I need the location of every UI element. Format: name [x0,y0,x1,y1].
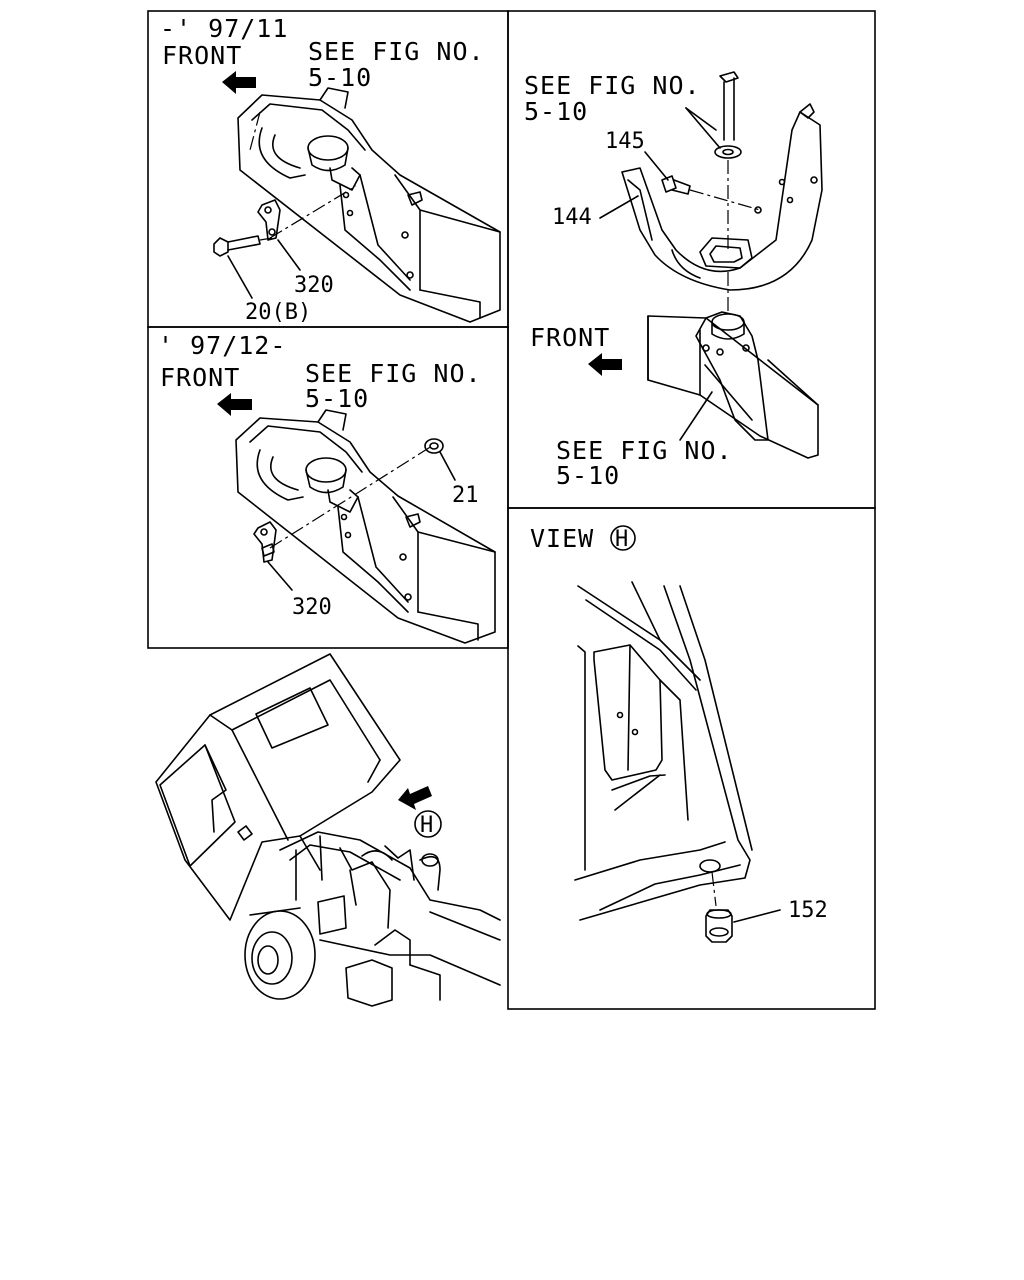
date-range-label: -' 97/11 [160,14,288,43]
see-fig-label: SEE FIG NO. [556,436,733,465]
see-fig-label: SEE FIG NO. [524,71,701,100]
view-h-marker: H [414,810,442,838]
chassis-drawing [279,831,501,1007]
see-fig-label: SEE FIG NO. [308,37,485,66]
small-bolt-part-drawing [661,175,761,211]
front-arrow-icon [222,71,256,94]
panel-view-h: VIEW H 1 [530,524,828,943]
nut-part-drawing [424,438,444,454]
front-label: FRONT [530,323,610,352]
panel-mid-left: ' 97/12- FRONT SEE FIG NO. 5-10 [158,331,496,644]
mount-bracket-drawing [621,103,823,291]
see-fig-number: 5-10 [556,461,620,490]
wheel-drawing [244,907,316,1000]
frame-rail-drawing [235,409,496,644]
see-fig-number: 5-10 [308,63,372,92]
frame-rail-drawing [647,311,819,459]
plug-part-drawing [705,909,733,943]
callout-320: 320 [294,273,334,298]
bolt-part-drawing [213,235,273,257]
view-h-marker-letter: H [615,527,628,552]
callout-20b: 20(B) [245,300,311,325]
panel-frames [147,10,876,1010]
bolt-part-drawing [714,71,742,250]
panel-top-right: SEE FIG NO. 5-10 145 144 [524,71,823,490]
view-h-arrow-icon [398,786,432,810]
front-label: FRONT [160,363,240,392]
callout-320: 320 [292,595,332,620]
front-label: FRONT [162,41,242,70]
see-fig-label: SEE FIG NO. [305,359,482,388]
truck-overview: H [155,653,501,1007]
callout-152: 152 [788,898,828,923]
truck-cab-drawing [155,653,401,921]
overview-marker-letter: H [420,813,433,838]
callout-144: 144 [552,205,592,230]
frame-rail-drawing [237,87,501,323]
date-range-label: ' 97/12- [158,331,286,360]
see-fig-number: 5-10 [305,384,369,413]
front-arrow-icon [588,353,622,376]
view-h-marker: H [610,525,636,552]
view-label: VIEW [530,524,594,553]
clip-part-drawing [253,521,277,563]
callout-21: 21 [452,483,479,508]
see-fig-number: 5-10 [524,97,588,126]
callout-145: 145 [605,129,645,154]
clip-part-drawing [257,199,281,241]
panel-top-left: -' 97/11 FRONT SEE FIG NO. 5-10 [160,14,501,325]
cab-floor-drawing [574,581,753,921]
front-arrow-icon [217,393,252,416]
